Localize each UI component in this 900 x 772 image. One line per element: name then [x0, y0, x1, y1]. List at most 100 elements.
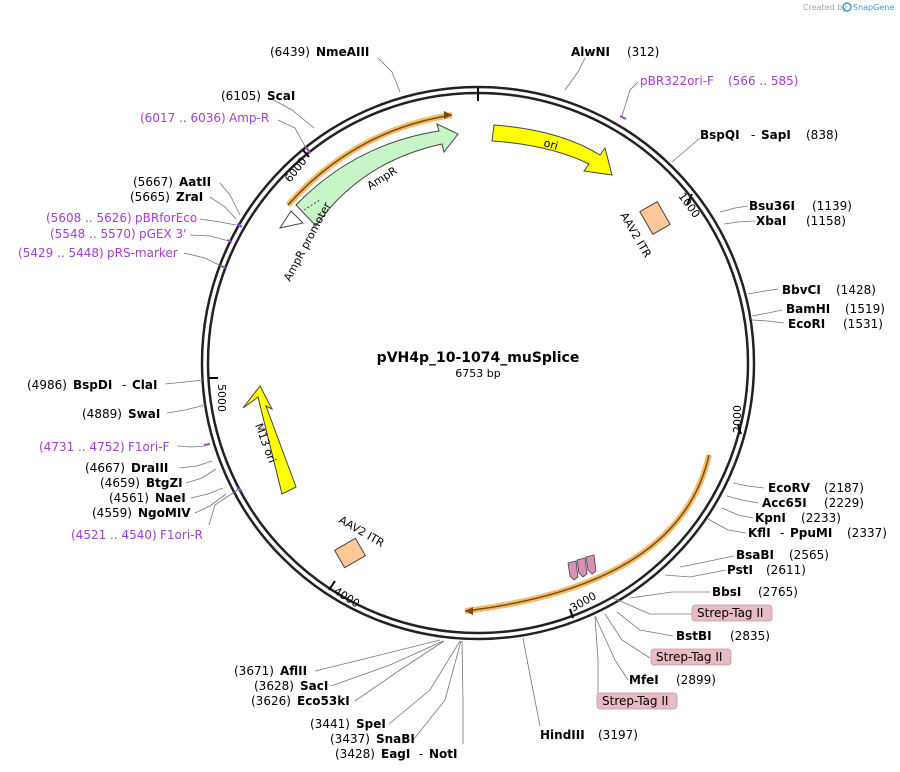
strep-tag-1-label: Strep-Tag II	[697, 606, 763, 620]
primer-mark-f1orir	[236, 487, 243, 492]
saci-name: SacI	[300, 679, 328, 693]
leader-prsmarker	[183, 252, 224, 268]
bstbi-name: BstBI	[676, 629, 712, 643]
primer-mark-pbr322ori	[619, 115, 627, 120]
leader-bbsi	[629, 591, 710, 599]
tick-marks	[209, 149, 742, 619]
ecorv-name: EcoRV	[768, 481, 811, 495]
leader-scai	[269, 97, 315, 129]
ecori-pos: (1531)	[843, 317, 883, 331]
aflii-pos: (3671)	[234, 664, 274, 678]
aav2-itr-1-feature	[639, 201, 671, 235]
aatii-name: AatII	[179, 175, 211, 189]
eco53ki-name: Eco53kI	[297, 694, 350, 708]
leader-pgex3	[189, 234, 230, 242]
swai-pos: (4889)	[82, 407, 122, 421]
kfli-name: KflI	[748, 526, 771, 540]
ecorv-pos: (2187)	[824, 481, 864, 495]
leader-zrai	[209, 196, 237, 220]
leader-f1orif	[176, 445, 206, 448]
mfei-pos: (2899)	[676, 673, 716, 687]
psti-name: PstI	[727, 563, 753, 577]
tick-label-6000: 6000	[282, 155, 309, 185]
bspqi-name: BspQI	[700, 128, 740, 142]
leader-eagi	[461, 640, 464, 744]
pbr322ori-range: (566 .. 585)	[728, 74, 798, 88]
ppumi-name: PpuMI	[790, 526, 832, 540]
btgzi-pos: (4659)	[100, 476, 140, 490]
orf-arc-bottom	[464, 454, 712, 614]
prsmarker-text: pRS-marker	[107, 246, 178, 260]
xbai-name: XbaI	[756, 214, 786, 228]
leader-alwni	[564, 57, 586, 91]
orf-arc-bottom-line	[464, 454, 710, 612]
leader-kfli	[707, 518, 747, 534]
plasmid-length: 6753 bp	[455, 367, 500, 380]
draiii-name: DraIII	[131, 461, 168, 475]
sapi-name: SapI	[761, 128, 791, 142]
leader-swai	[166, 404, 206, 414]
leader-bamhi	[751, 309, 783, 317]
tick-3000	[569, 608, 574, 619]
leader-spei	[388, 640, 461, 725]
alwni-pos: (312)	[627, 45, 659, 59]
aflii-name: AflII	[280, 664, 307, 678]
prsmarker-range: (5429 .. 5448)	[18, 246, 104, 260]
tick-4000	[328, 580, 336, 591]
noti-name: NotI	[429, 747, 458, 761]
leader-xbai	[723, 220, 756, 225]
nmeaiii-name: NmeAIII	[316, 45, 369, 59]
bspqi-pos: (838)	[806, 128, 838, 142]
leader-ngomiv	[194, 493, 227, 514]
leader-strep1	[612, 597, 692, 615]
primer-mark-ampr	[305, 146, 311, 154]
clai-name: ClaI	[132, 378, 157, 392]
bspqi-sep: -	[751, 128, 755, 142]
strep-tag-3-label: Strep-Tag II	[602, 694, 668, 708]
strep-tag-3-badge	[596, 692, 678, 710]
leader-bspdi	[164, 379, 204, 385]
ampr-primer-text: Amp-R	[229, 111, 269, 125]
eagi-pos: (3428)	[335, 747, 375, 761]
hindiii-pos: (3197)	[598, 728, 638, 742]
pbr322ori-text: pBR322ori-F	[640, 74, 714, 88]
leader-saci	[330, 640, 444, 687]
leader-ampr	[277, 119, 307, 149]
leader-draiii	[178, 460, 213, 469]
eagi-name: EagI	[381, 747, 410, 761]
bamhi-name: BamHI	[786, 302, 830, 316]
orf-arc-top-line	[287, 114, 453, 206]
strep-tag-arrow-1	[567, 560, 579, 581]
snabi-name: SnaBI	[376, 732, 415, 746]
orf-arrowhead-bottom	[465, 607, 473, 615]
tick-label-2000: 2000	[731, 405, 744, 433]
snabi-pos: (3437)	[330, 732, 370, 746]
leader-aflii	[314, 639, 441, 672]
primer-mark-pbrforeco	[236, 223, 243, 228]
pbrforeco-range: (5608 .. 5626)	[46, 211, 132, 225]
leader-bbvci	[747, 288, 779, 295]
alwni-name: AlwNI	[571, 45, 610, 59]
watermark-brand: SnapGene	[853, 3, 894, 12]
f1orif-text: F1ori-F	[128, 440, 169, 454]
pbrforeco-text: pBRforEco	[135, 211, 197, 225]
hindiii-name: HindIII	[540, 728, 585, 742]
leader-pbr322ori	[621, 81, 639, 117]
m13-ori-feature	[242, 385, 297, 495]
tick-6000	[302, 149, 310, 158]
bstbi-pos: (2835)	[730, 629, 770, 643]
bsabi-pos: (2565)	[789, 548, 829, 562]
ngomiv-pos: (4559)	[92, 506, 132, 520]
swai-name: SwaI	[128, 407, 160, 421]
scai-name: ScaI	[267, 89, 295, 103]
saci-pos: (3628)	[254, 679, 294, 693]
eco53ki-pos: (3626)	[251, 694, 291, 708]
f1orif-range: (4731 .. 4752)	[39, 440, 125, 454]
backbone-outer	[200, 85, 756, 641]
leader-bstbi	[616, 611, 674, 637]
f1orir-range: (4521 .. 4540)	[71, 528, 157, 542]
ampr-feature	[295, 123, 459, 227]
leader-pbrforeco	[199, 218, 237, 226]
bbvci-name: BbvCI	[782, 283, 821, 297]
